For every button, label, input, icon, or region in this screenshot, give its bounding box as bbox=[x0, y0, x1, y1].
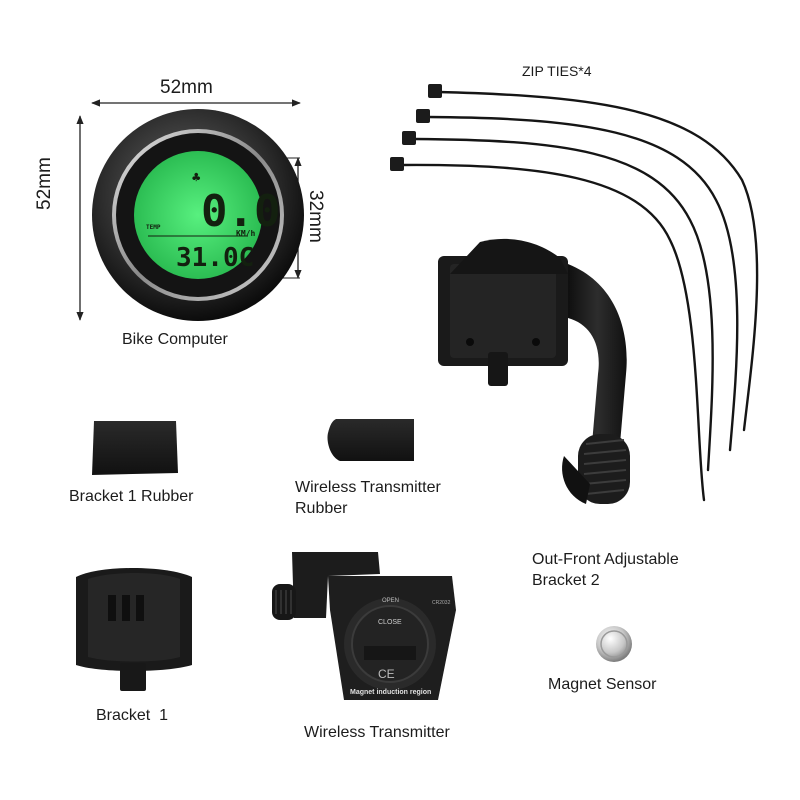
bracket1-rubber bbox=[92, 421, 178, 475]
width-dimension-label: 52mm bbox=[160, 77, 213, 98]
transmitter-rubber-label-line1: Wireless Transmitter bbox=[295, 479, 441, 496]
out-front-bracket-label-line1: Out-Front Adjustable bbox=[532, 551, 679, 568]
zip-tie bbox=[412, 137, 714, 472]
wireless-transmitter: OPEN CLOSE CR2032 CE Magnet induction re… bbox=[272, 552, 456, 700]
transmitter-open-label: OPEN bbox=[382, 598, 399, 604]
zip-tie bbox=[400, 163, 706, 502]
lcd-screen bbox=[134, 151, 262, 279]
lcd-temp-label: TEMP bbox=[146, 224, 161, 231]
lcd-temp-value: 31.0C bbox=[176, 243, 254, 273]
magnet-sensor bbox=[596, 626, 632, 662]
bracket1-label: Bracket 1 bbox=[96, 707, 169, 724]
bike-computer-label: Bike Computer bbox=[122, 331, 228, 348]
transmitter-rubber bbox=[327, 419, 414, 461]
transmitter-region-label: Magnet induction region bbox=[350, 689, 431, 696]
transmitter-ce-mark: CE bbox=[378, 667, 395, 681]
zip-tie bbox=[426, 115, 739, 452]
transmitter-close-label: CLOSE bbox=[378, 619, 402, 626]
out-front-bracket-label-line2: Bracket 2 bbox=[532, 572, 600, 589]
transmitter-battery-label: CR2032 bbox=[432, 600, 451, 606]
bracket1 bbox=[76, 568, 192, 691]
wireless-transmitter-label: Wireless Transmitter bbox=[304, 724, 450, 741]
svg-text:♣: ♣ bbox=[192, 170, 201, 186]
out-front-bracket bbox=[438, 238, 630, 504]
lcd-speed: 0.0 bbox=[201, 186, 280, 237]
bracket1-rubber-label: Bracket 1 Rubber bbox=[69, 488, 194, 505]
transmitter-rubber-label-line2: Rubber bbox=[295, 500, 348, 517]
lcd-unit: KM/h bbox=[236, 229, 255, 238]
magnet-sensor-label: Magnet Sensor bbox=[548, 676, 657, 693]
zip-ties-label: ZIP TIES*4 bbox=[522, 63, 592, 79]
bike-computer: ♣ 0.0 KM/h TEMP 31.0C bbox=[92, 109, 304, 321]
zip-tie bbox=[436, 90, 759, 432]
